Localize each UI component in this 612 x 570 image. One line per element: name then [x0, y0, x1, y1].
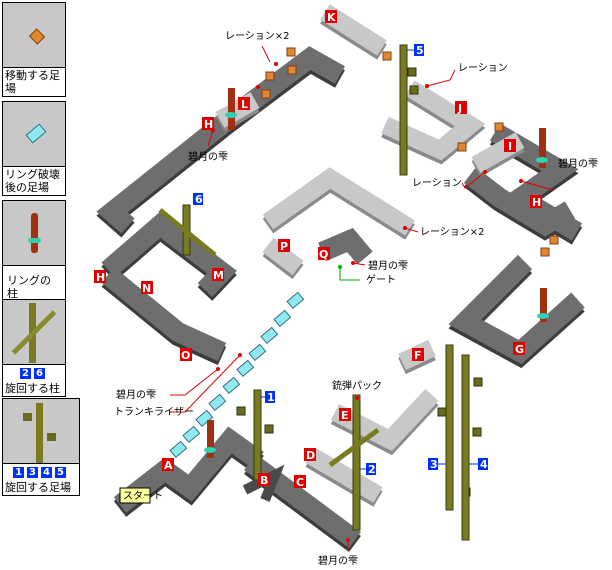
area-letter-D: D: [304, 448, 316, 462]
ration-label: レーション: [412, 178, 462, 189]
gate-label: ゲート: [366, 274, 396, 286]
svg-text:D: D: [306, 449, 315, 462]
area-letter-E: E: [339, 408, 351, 422]
svg-text:3: 3: [430, 458, 438, 471]
area-letter-H: H: [202, 117, 214, 131]
svg-text:E: E: [341, 409, 349, 422]
area-letter-Q: Q: [318, 247, 330, 261]
area-letter-P: P: [278, 239, 290, 253]
olive-pillars: [158, 44, 470, 541]
legend-moving-platform: 移動する足場: [2, 2, 66, 97]
svg-text:M: M: [213, 269, 224, 282]
area-letter-M: M: [212, 268, 224, 282]
svg-text:B: B: [260, 474, 268, 487]
pillar-number-3: 3: [428, 458, 446, 471]
svg-text:A: A: [164, 459, 173, 472]
post-ring-blocks: [169, 291, 305, 459]
rotating-platform-icon: [3, 399, 79, 464]
legend-label: リング破壊後の足場: [5, 168, 60, 194]
svg-text:L: L: [241, 98, 248, 111]
area-letter-C: C: [294, 475, 306, 489]
area-letter-N: N: [141, 281, 153, 295]
pillar-number-4: 4: [469, 458, 488, 471]
svg-text:H: H: [96, 271, 105, 284]
svg-text:N: N: [142, 282, 151, 295]
svg-text:5: 5: [416, 44, 424, 57]
ammo-label: 銃弾パック: [332, 379, 382, 392]
ration-label: レーション: [458, 63, 508, 74]
legend-label: 旋回する柱: [5, 382, 60, 395]
area-letter-J: J: [455, 101, 467, 115]
pillar-number-5: 5: [407, 44, 424, 57]
svg-text:H: H: [532, 196, 541, 209]
legend-post-ring-platform: リング破壊後の足場: [2, 101, 66, 196]
area-letter-K: K: [325, 10, 337, 24]
start-marker: スタート: [119, 487, 163, 504]
svg-text:4: 4: [480, 458, 488, 471]
pillar-number-6: 6: [193, 193, 203, 206]
svg-text:I: I: [508, 140, 512, 153]
svg-text:J: J: [457, 102, 462, 115]
svg-text:G: G: [515, 343, 524, 356]
rotating-pillar-icon: [3, 300, 65, 365]
svg-text:1: 1: [267, 391, 275, 404]
area-letter-H: H: [530, 195, 542, 209]
tranquilizer-label: トランキライザー: [114, 406, 194, 418]
area-letter-A: A: [162, 458, 174, 472]
area-letter-I: I: [504, 139, 516, 153]
area-letter-F: F: [412, 348, 424, 362]
moving-platform-icon: [3, 3, 65, 68]
area-letters: A B C D E F G H H H I J K L M N O P Q: [94, 10, 542, 489]
legend-label: 旋回する足場: [5, 481, 71, 494]
area-letter-O: O: [180, 348, 192, 362]
legend-label: リングの柱: [7, 274, 51, 300]
ration-x2-label: レーション×2: [420, 227, 485, 238]
hekigetsu-label: 碧月の雫: [116, 389, 156, 401]
hekigetsu-label: 碧月の雫: [558, 158, 598, 170]
svg-text:2: 2: [368, 463, 376, 476]
svg-text:6: 6: [195, 193, 203, 206]
post-ring-platform-icon: [3, 102, 65, 167]
hekigetsu-label: 碧月の雫: [188, 151, 228, 163]
moving-platforms: [261, 47, 559, 257]
area-letter-H: H: [94, 270, 106, 284]
leader-lines: [170, 45, 554, 550]
annotations: レーション×2 レーション レーション レーション×2 碧月の雫 碧月の雫 碧月…: [114, 31, 598, 567]
svg-text:スタート: スタート: [123, 490, 163, 502]
pillar-numbers: 1 2 3 4 5 6: [193, 44, 488, 476]
pillar-number-1: 1: [261, 391, 275, 404]
hekigetsu-label: 碧月の雫: [318, 555, 358, 567]
hekigetsu-label: 碧月の雫: [368, 260, 408, 272]
svg-text:O: O: [181, 349, 190, 362]
svg-text:C: C: [296, 476, 304, 489]
pillar-number-2: 2: [360, 463, 376, 476]
area-letter-L: L: [238, 97, 250, 111]
ring-pillar-icon: [3, 201, 65, 266]
svg-text:K: K: [327, 11, 336, 24]
svg-text:F: F: [414, 349, 422, 362]
area-letter-G: G: [513, 342, 525, 356]
ration-x2-label: レーション×2: [225, 31, 290, 42]
svg-text:Q: Q: [319, 248, 328, 261]
svg-text:P: P: [280, 240, 288, 253]
ring-pillars: [204, 88, 549, 458]
legend-label: 移動する足場: [5, 69, 60, 95]
area-letter-B: B: [258, 473, 270, 487]
svg-text:H: H: [204, 118, 213, 131]
